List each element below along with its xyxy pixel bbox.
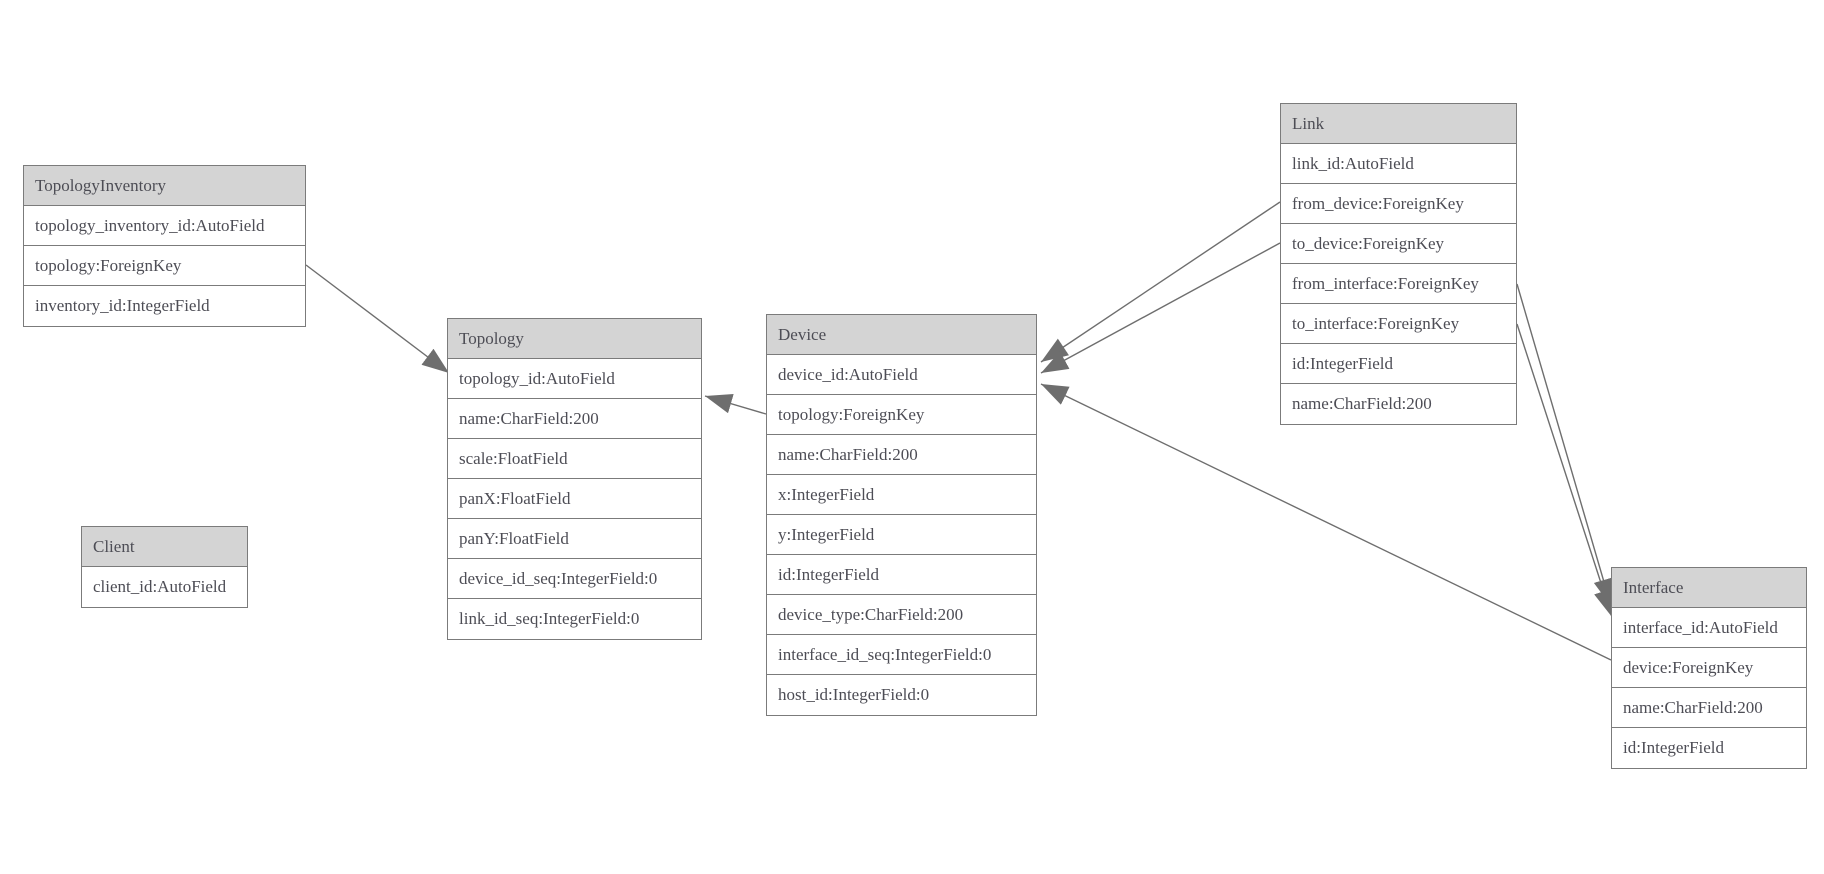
connector-link-from_device-to-device xyxy=(1040,201,1281,363)
connector-interface-device-to-device xyxy=(1040,383,1612,661)
entity-table-topology-inventory: TopologyInventory topology_inventory_id:… xyxy=(23,165,306,327)
entity-field-row: name:CharField:200 xyxy=(448,399,701,439)
connector-device-topology-to-topology xyxy=(704,394,767,415)
entity-header-interface: Interface xyxy=(1612,568,1806,608)
connector-topologyinventory-topology-to-topology xyxy=(305,264,450,374)
entity-field-row: link_id_seq:IntegerField:0 xyxy=(459,609,640,628)
entity-field-row: x:IntegerField xyxy=(767,475,1036,515)
entity-header-device: Device xyxy=(767,315,1036,355)
entity-title: Device xyxy=(778,325,827,344)
entity-header-link: Link xyxy=(1281,104,1516,144)
entity-field-row: topology:ForeignKey xyxy=(24,246,305,286)
entity-header-client: Client xyxy=(82,527,247,567)
entity-field-row: inventory_id:IntegerField xyxy=(35,296,210,315)
entity-field-row: name:CharField:200 xyxy=(767,435,1036,475)
entity-field-row: device_id_seq:IntegerField:0 xyxy=(448,559,701,599)
entity-table-device: Device device_id:AutoField topology:Fore… xyxy=(766,314,1037,716)
entity-title: Client xyxy=(93,537,135,556)
connector-link-to_device-to-device xyxy=(1040,242,1281,374)
entity-field-row: scale:FloatField xyxy=(448,439,701,479)
entity-table-link: Link link_id:AutoField from_device:Forei… xyxy=(1280,103,1517,425)
entity-field-row: from_interface:ForeignKey xyxy=(1281,264,1516,304)
entity-field-row: panY:FloatField xyxy=(448,519,701,559)
entity-title: Interface xyxy=(1623,578,1684,597)
entity-field-row: device:ForeignKey xyxy=(1612,648,1806,688)
entity-title: TopologyInventory xyxy=(35,176,167,195)
entity-field-row: name:CharField:200 xyxy=(1292,394,1432,413)
connector-link-to_interface-to-interface xyxy=(1516,323,1614,618)
entity-table-interface: Interface interface_id:AutoField device:… xyxy=(1611,567,1807,769)
entity-field-row: client_id:AutoField xyxy=(93,577,227,596)
entity-field-row: name:CharField:200 xyxy=(1612,688,1806,728)
connector-link-from_interface-to-interface xyxy=(1516,283,1614,607)
entity-title: Topology xyxy=(459,329,524,348)
entity-header-topology-inventory: TopologyInventory xyxy=(24,166,305,206)
entity-field-row: to_device:ForeignKey xyxy=(1281,224,1516,264)
entity-table-client: Client client_id:AutoField xyxy=(81,526,248,608)
entity-field-row: link_id:AutoField xyxy=(1281,144,1516,184)
entity-field-row: from_device:ForeignKey xyxy=(1281,184,1516,224)
entity-field-row: interface_id:AutoField xyxy=(1612,608,1806,648)
entity-field-row: panX:FloatField xyxy=(448,479,701,519)
entity-title: Link xyxy=(1292,114,1325,133)
entity-field-row: id:IntegerField xyxy=(1623,738,1725,757)
entity-field-row: y:IntegerField xyxy=(767,515,1036,555)
entity-field-row: host_id:IntegerField:0 xyxy=(778,685,930,704)
entity-field-row: device_type:CharField:200 xyxy=(767,595,1036,635)
entity-field-row: device_id:AutoField xyxy=(767,355,1036,395)
entity-field-row: topology_id:AutoField xyxy=(448,359,701,399)
entity-field-row: to_interface:ForeignKey xyxy=(1281,304,1516,344)
entity-field-row: topology:ForeignKey xyxy=(767,395,1036,435)
entity-field-row: id:IntegerField xyxy=(767,555,1036,595)
entity-table-topology: Topology topology_id:AutoField name:Char… xyxy=(447,318,702,640)
entity-field-row: topology_inventory_id:AutoField xyxy=(24,206,305,246)
entity-field-row: id:IntegerField xyxy=(1281,344,1516,384)
entity-field-row: interface_id_seq:IntegerField:0 xyxy=(767,635,1036,675)
entity-header-topology: Topology xyxy=(448,319,701,359)
